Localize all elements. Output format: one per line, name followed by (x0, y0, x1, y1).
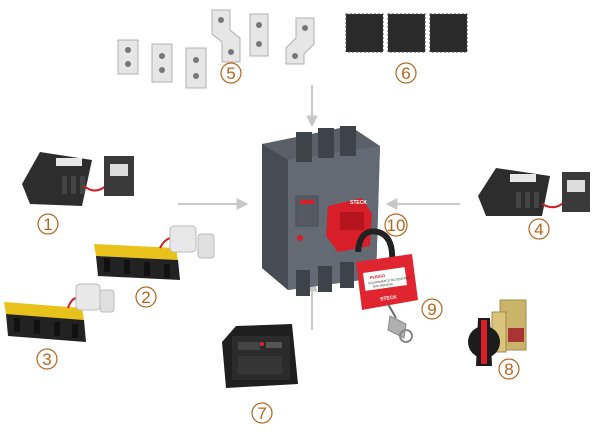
svg-text:5: 5 (226, 64, 235, 83)
svg-text:6: 6 (401, 64, 410, 83)
label-1: 1 (37, 213, 59, 235)
svg-text:8: 8 (504, 360, 513, 379)
svg-text:2: 2 (141, 288, 150, 307)
padlock-text-3: NÃO REMOVA (373, 281, 394, 289)
rotary-handle-icon (468, 299, 527, 366)
label-2: 2 (135, 286, 157, 308)
label-7: 7 (251, 402, 273, 424)
padlock-text-1: PERIGO (369, 273, 385, 280)
auxiliary-contact-left-icon (22, 152, 134, 206)
lockout-device-icon: STECK (326, 198, 372, 252)
phase-separators-icon (345, 13, 468, 53)
terminal-cover-2-icon (94, 225, 215, 280)
label-3: 3 (36, 348, 58, 370)
motor-operator-icon (222, 324, 298, 388)
padlock-icon: PERIGO EQUIPAMENTO BLOQUEADO NÃO REMOVA … (355, 228, 418, 343)
svg-text:4: 4 (534, 220, 543, 239)
connection-plates-icon (117, 9, 315, 89)
label-4: 4 (528, 218, 550, 240)
label-8: 8 (498, 358, 520, 380)
svg-text:1: 1 (43, 215, 52, 234)
padlock-brand: STECK (380, 294, 398, 302)
label-9: 9 (421, 298, 443, 320)
svg-text:9: 9 (427, 300, 436, 319)
svg-text:10: 10 (387, 216, 406, 235)
svg-text:3: 3 (42, 350, 51, 369)
lockout-brand: STECK (350, 200, 367, 206)
label-5: 5 (220, 62, 242, 84)
terminal-cover-3-icon (4, 283, 115, 342)
svg-text:7: 7 (257, 404, 266, 423)
padlock-text-2: EQUIPAMENTO BLOQUEADO (368, 275, 411, 285)
label-6: 6 (395, 62, 417, 84)
auxiliary-contact-right-icon (478, 168, 590, 216)
label-10: 10 (384, 213, 408, 237)
